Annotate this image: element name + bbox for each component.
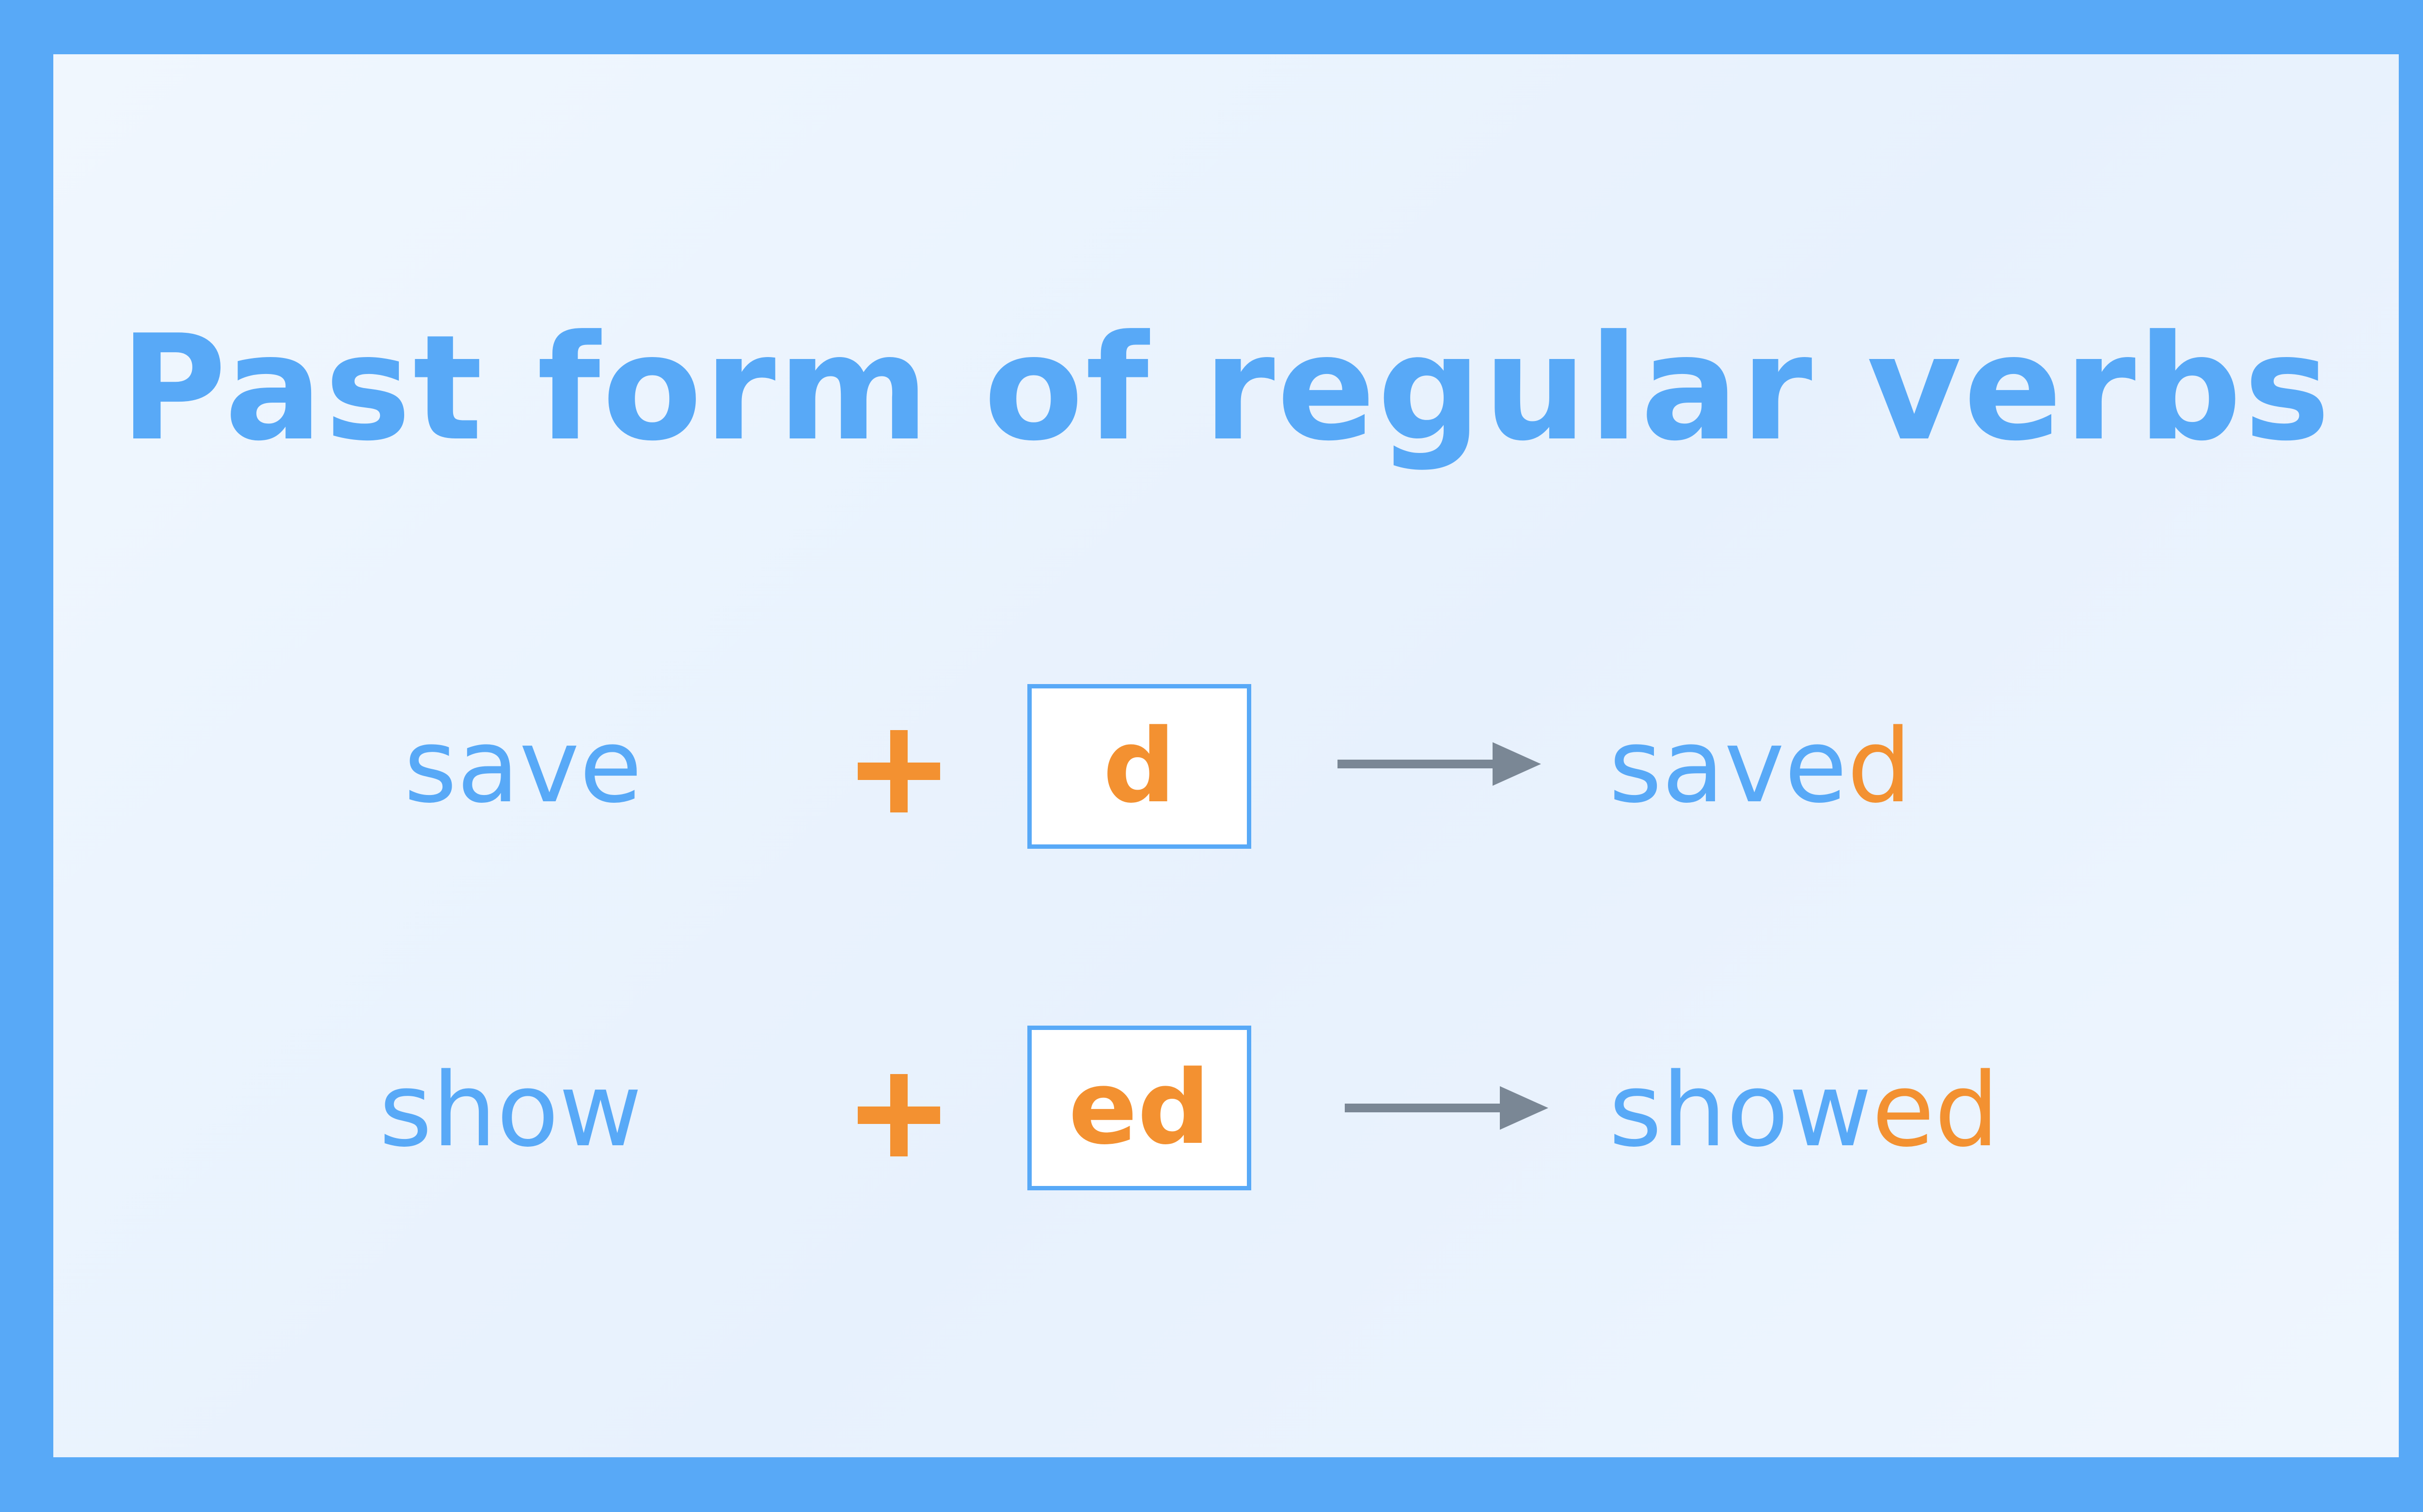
arrow-right-icon [1345, 1086, 1548, 1130]
plus-icon [858, 1074, 940, 1156]
page-title: Past form of regular verbs [120, 304, 2332, 473]
result-verb-saved: saved [1609, 703, 1912, 829]
plus-icon [858, 730, 940, 812]
content-panel: Past form of regular verbs save d saved … [53, 54, 2399, 1457]
result-stem: save [1609, 707, 1847, 826]
suffix-text: d [1102, 707, 1176, 826]
base-verb-show: show [379, 1051, 642, 1169]
suffix-box-ed: ed [1027, 1026, 1251, 1190]
result-verb-showed: showed [1609, 1047, 1999, 1173]
result-ending: ed [1872, 1051, 1999, 1169]
suffix-box-d: d [1027, 684, 1251, 849]
base-verb-save: save [404, 707, 642, 826]
result-ending: d [1847, 707, 1912, 826]
suffix-text: ed [1068, 1048, 1211, 1167]
arrow-right-icon [1337, 742, 1541, 786]
result-stem: show [1609, 1051, 1872, 1169]
